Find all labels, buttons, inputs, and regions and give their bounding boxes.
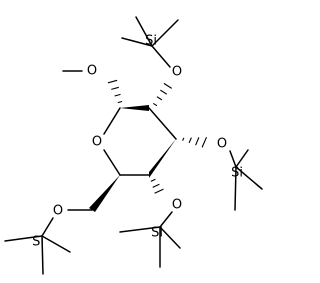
bond-o3-si3 [229,150,237,168]
wedge-c1-c2 [120,105,149,111]
bond-lines [4,16,263,275]
o3-label: O [217,137,227,152]
wedge-c5-c6 [89,175,120,212]
si2-label: Si [145,34,157,49]
bond-ringo-c1 [103,107,121,135]
atom-labels: O O O O O O Si Si Si Si [32,34,243,250]
bond-si4-me-a [159,226,181,249]
o2-label: O [172,65,182,80]
bond-c2-c3 [148,107,177,140]
bond-o6-si6 [41,217,54,237]
o6-label: O [53,204,63,219]
hash-c4-o4 [150,178,164,194]
bond-c5-ringo [103,149,121,176]
bond-si3-me-a [235,149,249,168]
si4-label: Si [151,226,163,241]
bond-si2-me-a [121,37,153,47]
bond-o4-si4 [159,211,173,228]
hash-c3-o3 [182,136,208,148]
hashed-bonds [107,79,208,194]
bond-si2-me-c [151,19,179,47]
bond-si3-me-c [234,166,237,211]
chemical-structure: O O O O O O Si Si Si Si [4,16,263,275]
wedge-c3-c4 [149,139,176,178]
structure-canvas: O O O O O O Si Si Si Si [4,16,263,275]
bond-si3-me-b [235,166,263,190]
bond-si2-me-b [135,16,153,47]
hash-c1-o1 [107,79,123,104]
bond-si4-me-c [119,226,161,233]
bond-si6-me-c [41,235,71,253]
si3-label: Si [231,166,243,181]
wedge-bonds [89,105,176,212]
methoxy-oxygen-label: O [87,64,97,79]
hash-c2-o2 [153,82,172,107]
ring-oxygen-label: O [92,135,102,150]
bond-si6-me-b [41,235,44,275]
bond-o2-si2 [151,45,171,68]
bond-si6-me-a [4,235,43,242]
o4-label: O [172,198,182,213]
si6-label: Si [32,235,44,250]
